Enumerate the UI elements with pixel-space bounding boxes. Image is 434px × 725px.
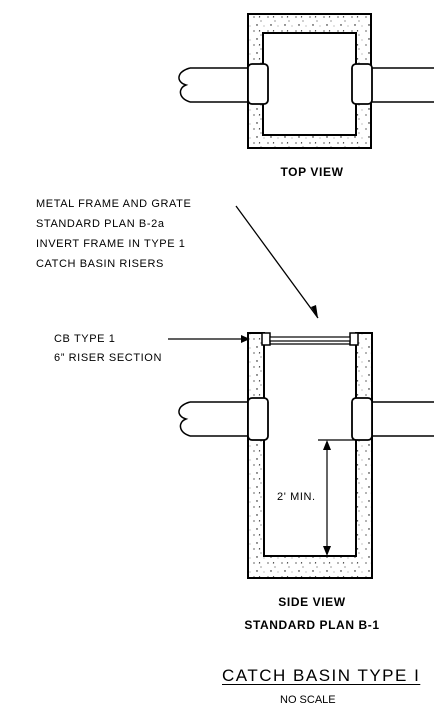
side-left-pipe [178,401,250,437]
frame-grate-callout: METAL FRAME AND GRATE STANDARD PLAN B-2a… [36,197,191,272]
callout-line-3: INVERT FRAME IN TYPE 1 [36,238,186,250]
frame-callout-arrowhead [311,305,318,318]
frame-and-grate [261,332,359,346]
min-depth-dimension [318,439,358,556]
top-right-pipe-collar [351,63,373,105]
riser-callout: CB TYPE 1 6” RISER SECTION [54,332,162,366]
side-view-caption: SIDE VIEW [278,595,346,609]
side-view [178,332,434,579]
riser-callout-arrowhead [241,335,250,343]
riser-callout-line-1: CB TYPE 1 [54,333,116,345]
side-basin-walls [247,332,373,579]
riser-callout-line-2: 6” RISER SECTION [54,352,163,364]
side-right-pipe-collar [351,397,373,441]
frame-callout-leader [235,205,319,319]
top-view [178,13,434,149]
top-view-caption: TOP VIEW [280,165,344,179]
drawing-scale-note: NO SCALE [280,694,336,706]
side-view-reference: STANDARD PLAN B-1 [244,618,380,632]
callout-line-2: STANDARD PLAN B-2a [36,218,165,230]
top-left-pipe-collar [247,63,269,105]
side-left-pipe-collar [247,397,269,441]
top-basin-walls [247,13,372,149]
callout-line-4: CATCH BASIN RISERS [36,258,164,270]
callout-line-1: METAL FRAME AND GRATE [36,198,192,210]
min-depth-label: 2' MIN. [277,491,316,503]
drawing-title: CATCH BASIN TYPE I [222,666,421,685]
top-left-pipe [178,67,250,103]
